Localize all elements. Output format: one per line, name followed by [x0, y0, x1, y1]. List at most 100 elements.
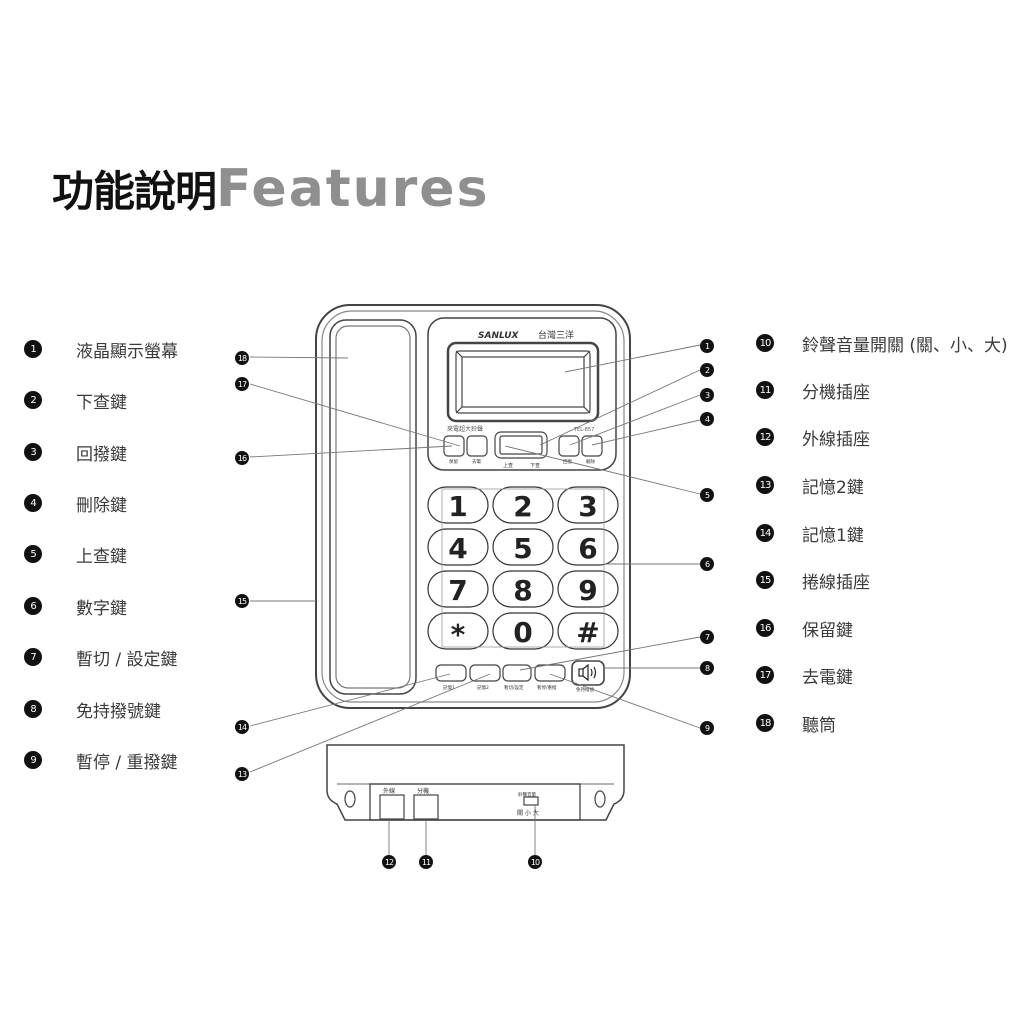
page-title: 功能說明Features — [52, 158, 490, 219]
phone-body — [315, 304, 631, 709]
legend-label: 分機插座 — [802, 382, 870, 403]
lcd-screen — [446, 341, 600, 423]
number-badge: 16 — [756, 619, 774, 637]
delete-key — [581, 435, 603, 457]
callout-17: 17 — [235, 377, 249, 391]
svg-text:上查: 上查 — [503, 462, 513, 469]
redial-callback-key — [558, 435, 580, 457]
svg-text:記憶2: 記憶2 — [477, 684, 489, 691]
number-badge: 8 — [24, 700, 42, 718]
legend-item: 12 外線插座 — [756, 425, 870, 450]
back-view — [326, 744, 625, 821]
memory1-key — [435, 664, 467, 682]
extension-jack — [413, 794, 439, 820]
speakerphone-key — [571, 660, 605, 686]
svg-text:分機: 分機 — [417, 787, 429, 795]
number-badge: 18 — [756, 714, 774, 732]
number-badge: 10 — [756, 334, 774, 352]
callout-3: 3 — [700, 388, 714, 402]
callout-6: 6 — [700, 557, 714, 571]
callout-11: 11 — [419, 855, 433, 869]
key-star: * — [451, 618, 466, 651]
legend-item: 18 聽筒 — [756, 711, 836, 736]
legend-item: 6 數字鍵 — [24, 594, 127, 619]
outgoing-key — [466, 435, 488, 457]
number-badge: 12 — [756, 428, 774, 446]
legend-label: 暫停 / 重撥鍵 — [76, 752, 178, 773]
svg-text:鈴聲音量: 鈴聲音量 — [518, 791, 536, 798]
legend-label: 下查鍵 — [76, 392, 127, 413]
callout-18: 18 — [235, 351, 249, 365]
key-5: 5 — [513, 532, 532, 565]
callout-2: 2 — [700, 363, 714, 377]
top-panel — [427, 317, 617, 471]
callout-4: 4 — [700, 412, 714, 426]
callout-9: 9 — [700, 721, 714, 735]
pause-redial-key — [534, 664, 566, 682]
legend-label: 外線插座 — [802, 429, 870, 450]
line-jack — [379, 794, 405, 820]
number-badge: 14 — [756, 524, 774, 542]
up-down-key — [494, 431, 548, 459]
callout-8: 8 — [700, 661, 714, 675]
legend-label: 刪除鍵 — [76, 495, 127, 516]
legend-label: 鈴聲音量開關 (關、小、大) — [802, 335, 1008, 356]
svg-text:下查: 下查 — [530, 462, 540, 469]
model-number: TEL-857 — [573, 427, 594, 433]
memory2-key — [469, 664, 501, 682]
svg-text:暫切/設定: 暫切/設定 — [504, 684, 524, 691]
key-4: 4 — [448, 532, 467, 565]
legend-label: 上查鍵 — [76, 546, 127, 567]
number-badge: 5 — [24, 545, 42, 563]
number-badge: 7 — [24, 648, 42, 666]
brand-zh: 台灣三洋 — [538, 329, 574, 341]
legend-label: 數字鍵 — [76, 598, 127, 619]
legend-label: 捲線插座 — [802, 572, 870, 593]
number-badge: 6 — [24, 597, 42, 615]
key-3: 3 — [578, 490, 597, 523]
svg-text:外線: 外線 — [383, 787, 395, 795]
legend-label: 記憶1鍵 — [802, 525, 864, 546]
handset — [329, 319, 417, 695]
legend-item: 10 鈴聲音量開關 (關、小、大) — [756, 331, 1008, 356]
svg-text:暫停/重撥: 暫停/重撥 — [537, 684, 557, 691]
svg-text:關 小 大: 關 小 大 — [517, 809, 539, 817]
key-7: 7 — [448, 574, 467, 607]
number-badge: 3 — [24, 443, 42, 461]
caption: 來電超大鈴聲 — [447, 425, 483, 433]
legend-label: 聽筒 — [802, 715, 836, 736]
keypad — [427, 486, 619, 650]
key-1: 1 — [448, 490, 467, 523]
svg-text:保留: 保留 — [449, 458, 458, 465]
key-9: 9 — [578, 574, 597, 607]
brand-logo: SANLUX — [478, 331, 520, 341]
title-en: Features — [216, 159, 490, 219]
flash-set-key — [502, 664, 532, 682]
legend-item: 5 上查鍵 — [24, 542, 127, 567]
legend-label: 記憶2鍵 — [802, 477, 864, 498]
legend-label: 液晶顯示螢幕 — [76, 341, 178, 362]
callout-7: 7 — [700, 630, 714, 644]
number-badge: 2 — [24, 391, 42, 409]
ringer-switch — [523, 796, 539, 806]
key-hash: # — [576, 616, 599, 649]
number-badge: 17 — [756, 666, 774, 684]
svg-text:刪除: 刪除 — [586, 458, 595, 465]
legend-item: 2 下查鍵 — [24, 388, 127, 413]
legend-label: 保留鍵 — [802, 620, 853, 641]
key-2: 2 — [513, 490, 532, 523]
leader-lines — [249, 344, 701, 855]
callout-14: 14 — [235, 720, 249, 734]
callout-1: 1 — [700, 339, 714, 353]
callout-16: 16 — [235, 451, 249, 465]
